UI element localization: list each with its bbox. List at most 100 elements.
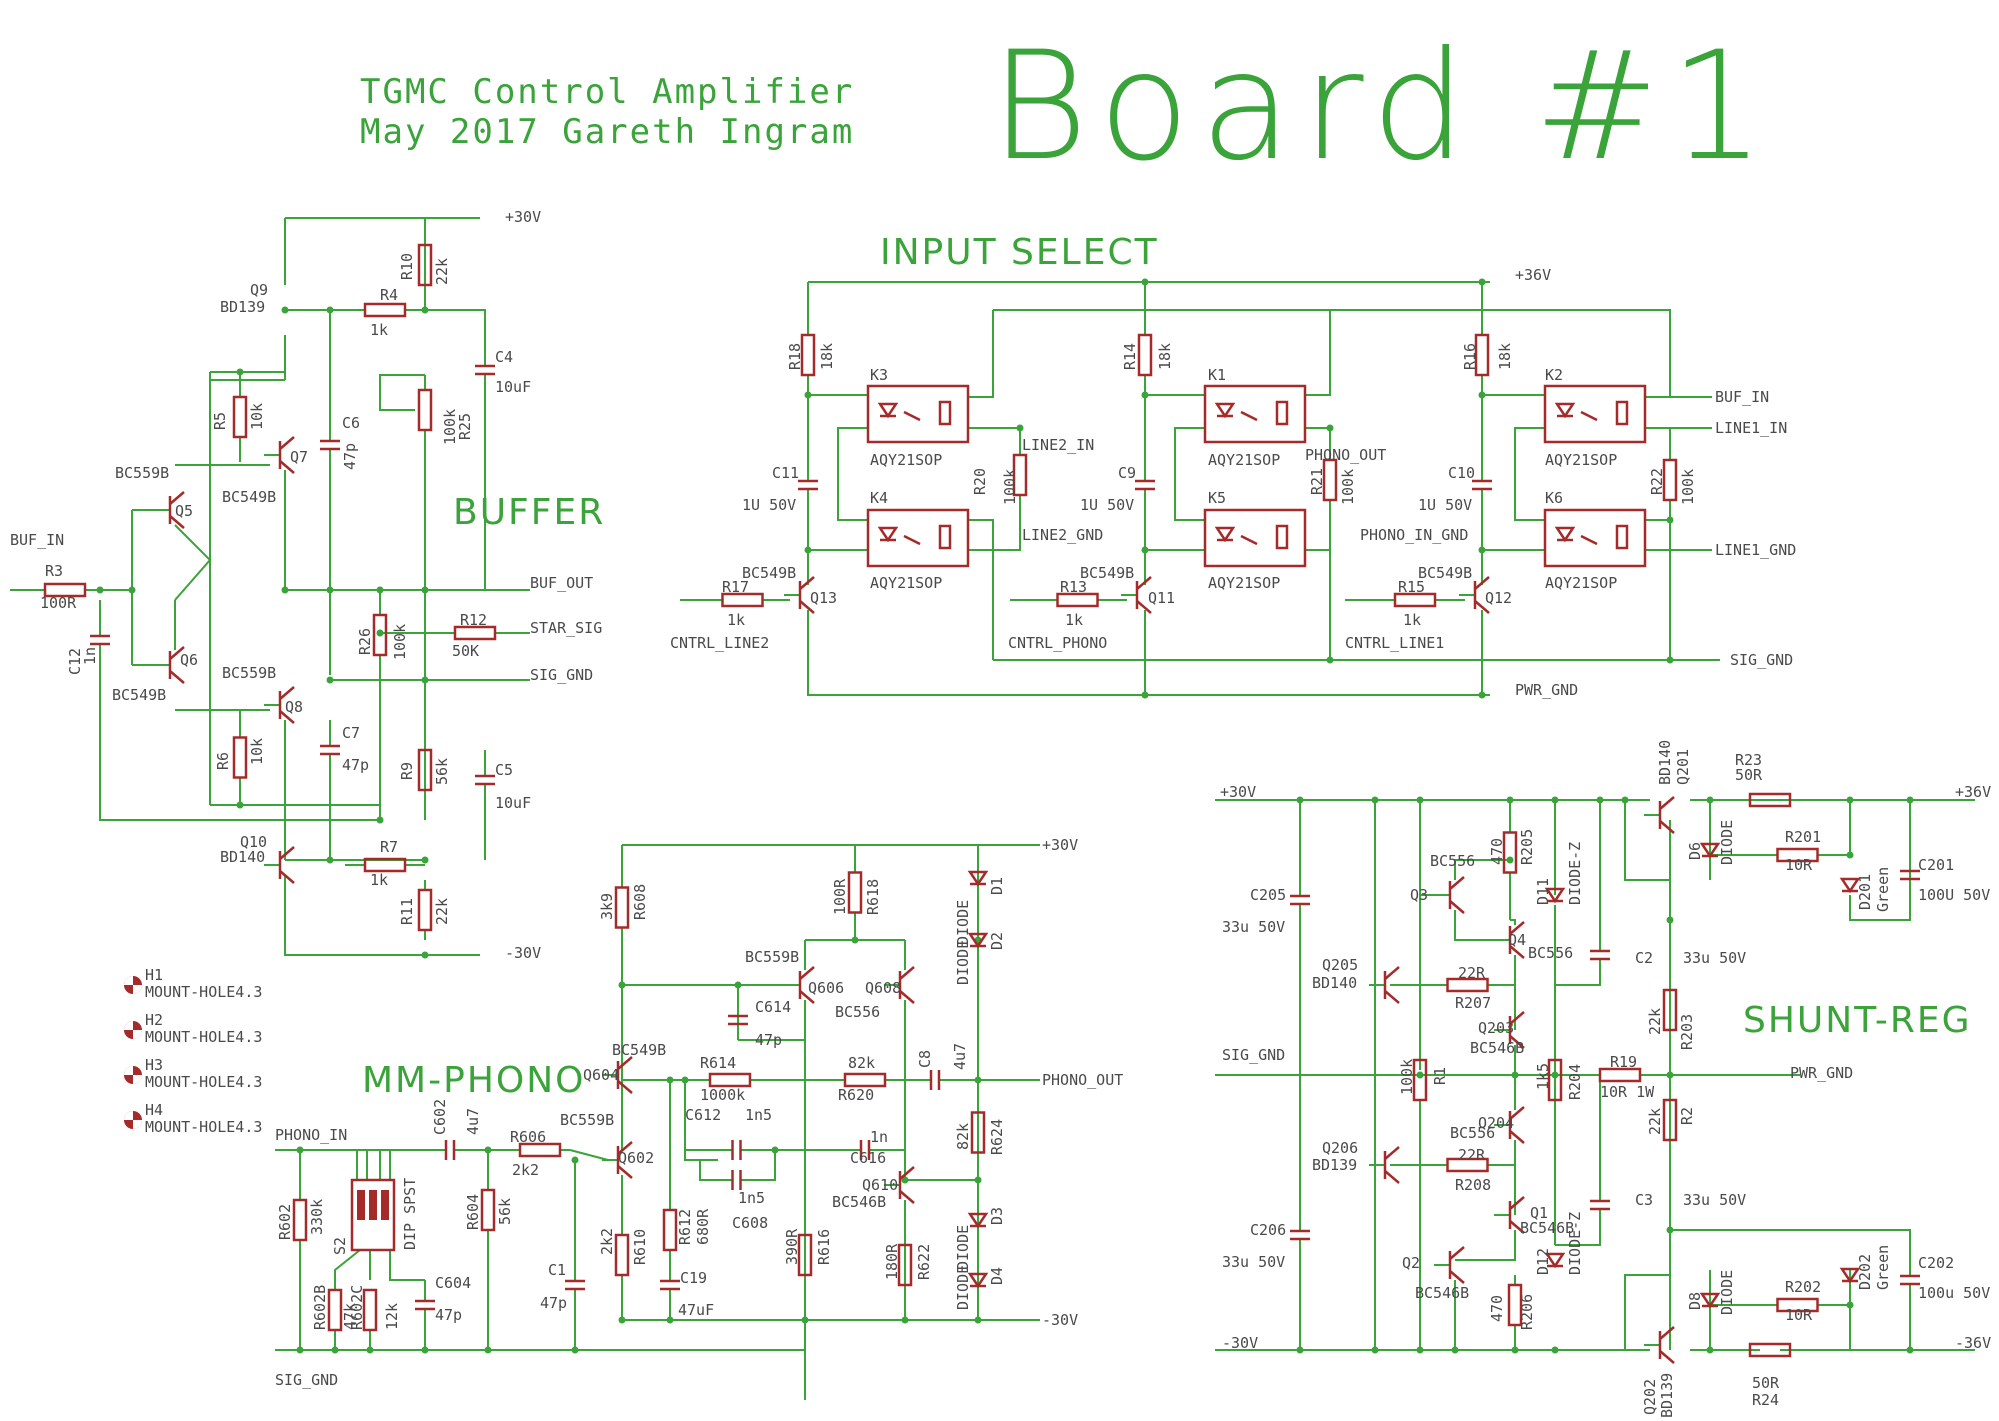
ref-r25: R25 xyxy=(456,413,474,440)
value-q7: BC549B xyxy=(222,488,276,506)
ref-c201: C201 xyxy=(1918,856,1954,874)
ref-mount-hole: H3 xyxy=(145,1056,163,1074)
ref-r614: R614 xyxy=(700,1054,736,1072)
section-shunt-reg: SHUNT-REG xyxy=(1743,1000,1972,1041)
value-c201: 100U 50V xyxy=(1918,886,1990,904)
ref-k1: K1 xyxy=(1208,366,1226,384)
net-label-buf-in: BUF_IN xyxy=(10,531,64,549)
ref-k5: K5 xyxy=(1208,489,1226,507)
value-r9: 56k xyxy=(433,758,451,785)
project-title: TGMC Control Amplifier xyxy=(360,72,855,112)
pot-r25 xyxy=(417,388,433,432)
value-c4: 10uF xyxy=(495,378,531,396)
capacitor-c614 xyxy=(728,1014,748,1026)
ref-q602: Q602 xyxy=(618,1149,654,1167)
ref-q13: Q13 xyxy=(810,589,837,607)
value-q9: BD139 xyxy=(220,298,265,316)
net-label-line1-in: LINE1_IN xyxy=(1715,419,1787,437)
ref-q10: Q10 xyxy=(240,833,267,851)
resistor-r20 xyxy=(1012,453,1028,497)
ref-c1: C1 xyxy=(548,1261,566,1279)
ref-r7: R7 xyxy=(380,838,398,856)
resistor-r608 xyxy=(614,886,630,929)
resistor-r1 xyxy=(1412,1058,1428,1102)
net-label--30v: -30V xyxy=(1222,1334,1258,1352)
transistor-q4 xyxy=(1508,921,1525,959)
value-s2: DIP SPST xyxy=(401,1178,419,1250)
ref-r6: R6 xyxy=(214,752,232,770)
value-q206: BD139 xyxy=(1312,1156,1357,1174)
net-label--30v: -30V xyxy=(505,944,541,962)
ref-q4: Q4 xyxy=(1508,931,1526,949)
ref-r622: R622 xyxy=(915,1244,933,1280)
value-d3: DIODE xyxy=(954,1225,972,1270)
capacitor-c602 xyxy=(444,1140,456,1160)
ref-r5: R5 xyxy=(211,412,229,430)
ref-d8: D8 xyxy=(1686,1292,1704,1310)
pot-r24 xyxy=(1748,1342,1792,1358)
resistor-r207 xyxy=(1446,977,1489,993)
resistor-r10 xyxy=(417,243,433,287)
ref-d4: D4 xyxy=(988,1267,1006,1285)
transistor-q608 xyxy=(898,966,915,1004)
value-r10: 22k xyxy=(433,258,451,285)
value-q11: BC549B xyxy=(1080,564,1134,582)
capacitor-c616 xyxy=(859,1140,871,1160)
value-c9: 1U 50V xyxy=(1080,496,1134,514)
value-k3: AQY21SOP xyxy=(870,451,942,469)
ref-k3: K3 xyxy=(870,366,888,384)
value-r614: 1000k xyxy=(700,1086,745,1104)
resistor-r18 xyxy=(800,333,816,377)
ref-r10: R10 xyxy=(398,253,416,280)
value-k4: AQY21SOP xyxy=(870,574,942,592)
ref-c206: C206 xyxy=(1250,1221,1286,1239)
relay-k2 xyxy=(1543,384,1647,444)
net-label-buf-in: BUF_IN xyxy=(1715,388,1769,406)
resistor-r13 xyxy=(1056,592,1099,608)
diode-d2 xyxy=(967,932,989,949)
ref-c4: C4 xyxy=(495,348,513,366)
resistor-r205 xyxy=(1502,831,1518,874)
ref-d11: D11 xyxy=(1534,878,1552,905)
transistor-q202 xyxy=(1658,1326,1675,1364)
resistor-r12 xyxy=(453,625,497,641)
ref-r620: R620 xyxy=(838,1086,874,1104)
value-q2: BC546B xyxy=(1415,1284,1469,1302)
net-label-cntrl-line2: CNTRL_LINE2 xyxy=(670,634,769,652)
mount-hole-icon xyxy=(124,976,142,994)
resistor-r612 xyxy=(662,1208,678,1252)
capacitor-c608 xyxy=(731,1170,742,1190)
value-q608: BC556 xyxy=(835,1003,880,1021)
value-d4: DIODE xyxy=(954,1265,972,1310)
value-r612: 680R xyxy=(694,1208,712,1245)
ref-s2: S2 xyxy=(331,1237,349,1255)
led-d201 xyxy=(1839,877,1861,894)
ref-r4: R4 xyxy=(380,286,398,304)
labels: +30V-30VBUF_INBUF_OUTSTAR_SIGSIG_GNDQ9BD… xyxy=(10,208,1991,1418)
net-label-pwr-gnd: PWR_GND xyxy=(1790,1064,1853,1082)
capacitor-c201 xyxy=(1900,869,1920,881)
value-r616: 390R xyxy=(783,1228,801,1265)
resistor-r206 xyxy=(1507,1283,1523,1327)
ref-k4: K4 xyxy=(870,489,888,507)
value-c608: 1n5 xyxy=(738,1189,765,1207)
capacitor-c3 xyxy=(1590,1199,1610,1211)
ref-q1: Q1 xyxy=(1530,1204,1548,1222)
ref-c8: C8 xyxy=(916,1050,934,1068)
ref-q9: Q9 xyxy=(250,281,268,299)
transistor-q1 xyxy=(1508,1196,1525,1234)
value-c12: 1n xyxy=(81,647,99,665)
ref-q12: Q12 xyxy=(1485,589,1512,607)
ref-r612: R612 xyxy=(676,1209,694,1245)
led-d202 xyxy=(1839,1267,1861,1284)
ref-q204: Q204 xyxy=(1478,1114,1514,1132)
value-r15: 1k xyxy=(1403,611,1421,629)
ref-c616: C616 xyxy=(850,1149,886,1167)
value-q12: BC549B xyxy=(1418,564,1472,582)
relay-k5 xyxy=(1203,508,1307,568)
transistor-q7 xyxy=(278,436,295,474)
value-r18: 18k xyxy=(818,343,836,370)
net-label-line1-gnd: LINE1_GND xyxy=(1715,541,1796,559)
ref-c12: C12 xyxy=(66,648,84,675)
